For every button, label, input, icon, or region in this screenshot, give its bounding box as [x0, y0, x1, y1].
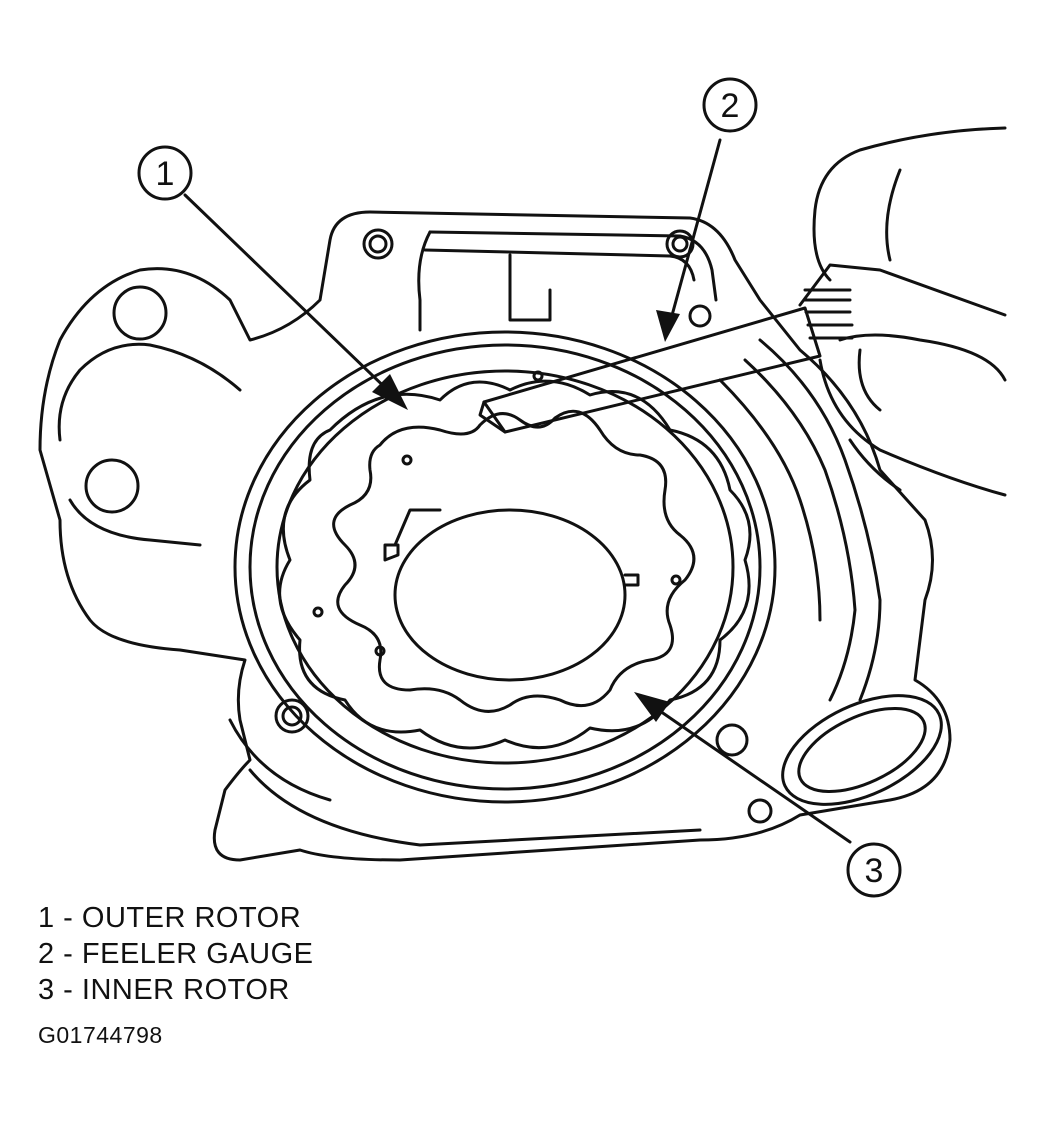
leader-line-1	[183, 193, 400, 402]
arrowhead-2	[656, 310, 680, 342]
figure-id: G01744798	[38, 1022, 163, 1048]
oil-pump-diagram: 1 2 3	[38, 77, 1007, 898]
leader-line-3	[642, 698, 852, 844]
legend-item-feeler-gauge: 2 - FEELER GAUGE	[38, 938, 314, 970]
callout-leaders	[183, 138, 852, 844]
inner-rotor	[312, 370, 696, 713]
legend-item-inner-rotor: 3 - INNER ROTOR	[38, 974, 290, 1006]
callout-number-1: 1	[156, 155, 175, 193]
rotor-cavity	[233, 330, 777, 804]
callout-circle-2	[702, 77, 758, 133]
callout-3: 3	[846, 842, 902, 898]
callout-1: 1	[137, 145, 193, 201]
callout-number-3: 3	[865, 852, 884, 890]
callout-circle-1	[137, 145, 193, 201]
pump-housing	[38, 210, 952, 862]
arrowhead-1	[372, 374, 408, 410]
mounting-holes	[84, 228, 773, 824]
legend: 1 - OUTER ROTOR 2 - FEELER GAUGE 3 - INN…	[38, 900, 314, 1008]
callout-2: 2	[702, 77, 758, 133]
leader-line-2	[666, 138, 722, 332]
feeler-gauge	[478, 263, 1007, 434]
arrowhead-3	[634, 692, 670, 722]
callout-arrowheads	[372, 310, 680, 722]
callout-circle-3	[846, 842, 902, 898]
hand	[812, 126, 1007, 497]
legend-item-outer-rotor: 1 - OUTER ROTOR	[38, 902, 302, 934]
callout-number-2: 2	[721, 87, 740, 125]
